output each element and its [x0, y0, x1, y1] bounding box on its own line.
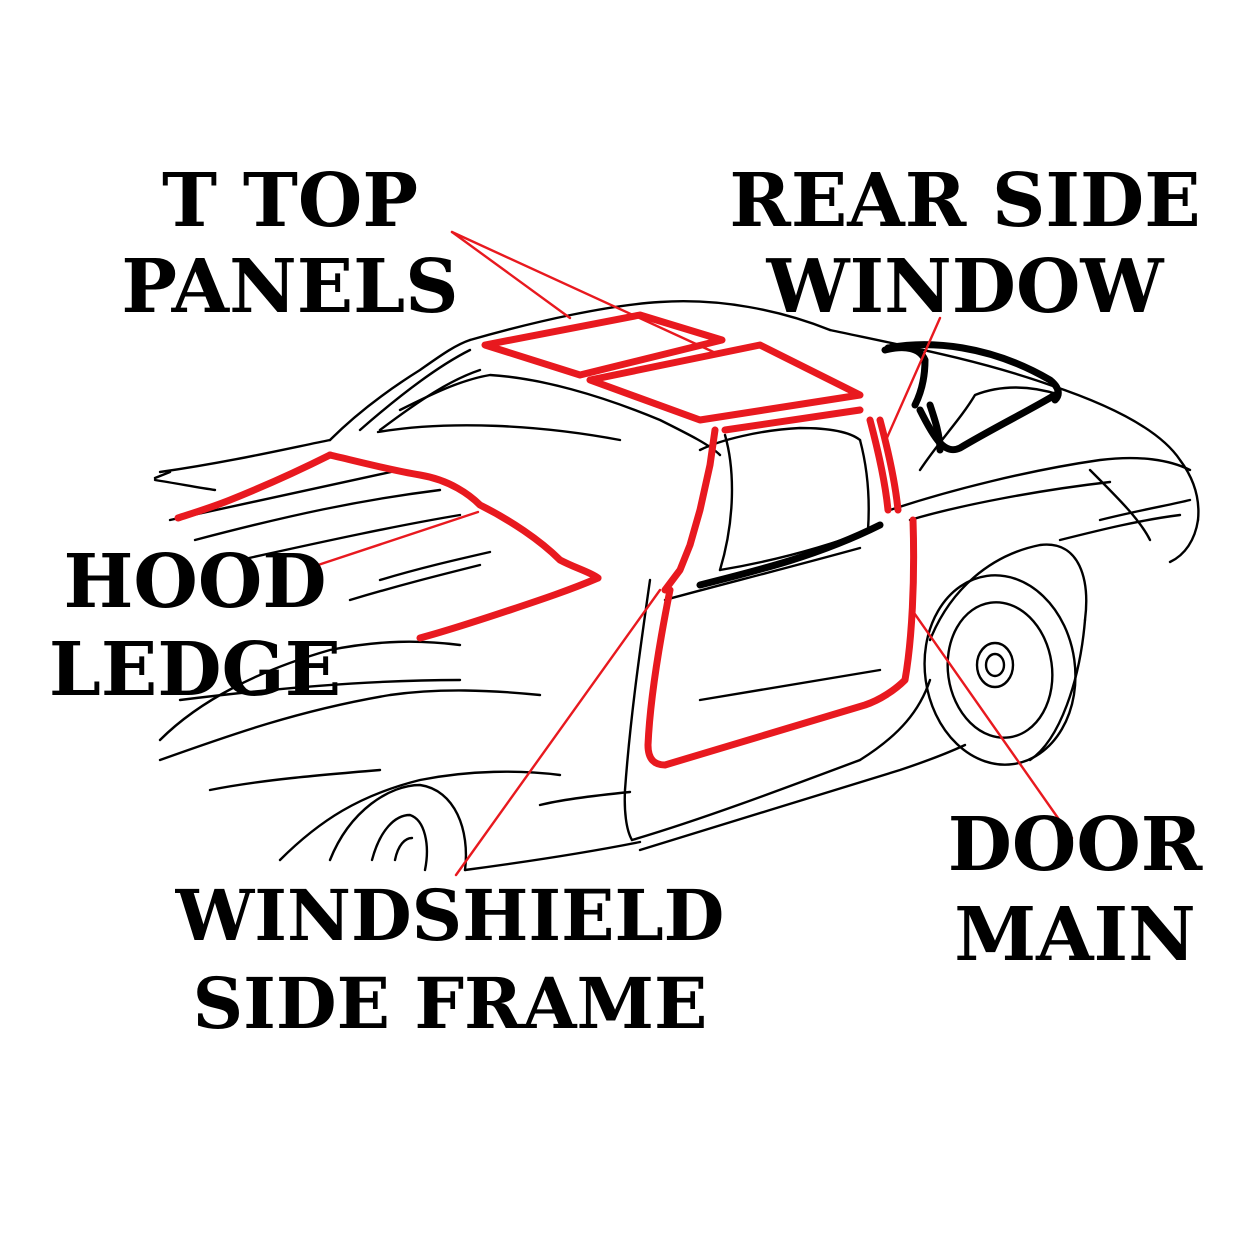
leader-rear-side [884, 316, 942, 442]
label-t-top-line-1: T TOP [161, 158, 418, 244]
hood-ledge-seal [326, 451, 602, 582]
hood-ledge-front-seal [174, 451, 334, 522]
hood-ledge-lower-seal [416, 574, 602, 642]
t-top-panel-right-seal [586, 341, 864, 424]
door-main-seal [644, 516, 918, 769]
label-rear-side-window: REAR SIDE WINDOW [700, 158, 1230, 330]
leader-lines [316, 230, 1074, 877]
label-windshield-line-1: WINDSHIELD [175, 874, 725, 957]
label-windshield-side-frame: WINDSHIELD SIDE FRAME [120, 872, 780, 1048]
black-trim-strips [696, 341, 1062, 589]
windshield-side-frame-seal [661, 426, 719, 594]
label-door-main: DOOR MAIN [910, 800, 1240, 980]
leader-ttop-2 [450, 230, 722, 357]
label-t-top-panels: T TOP PANELS [90, 158, 490, 330]
label-t-top-line-2: PANELS [121, 244, 459, 330]
red-seals [174, 311, 918, 769]
rear-side-window-seal [866, 416, 892, 514]
t-top-panel-left-seal [481, 311, 726, 379]
label-hood-line-1: HOOD [63, 539, 327, 625]
leader-windshield [454, 588, 662, 877]
label-door-line-2: MAIN [954, 892, 1196, 978]
label-windshield-line-2: SIDE FRAME [192, 962, 708, 1045]
label-hood-line-2: LEDGE [48, 627, 342, 713]
leader-hood [316, 510, 480, 567]
label-rear-side-line-1: REAR SIDE [729, 158, 1201, 244]
label-door-line-1: DOOR [947, 802, 1203, 888]
label-rear-side-line-2: WINDOW [766, 244, 1164, 330]
label-hood-ledge: HOOD LEDGE [30, 538, 360, 714]
leader-ttop-1 [450, 230, 572, 320]
leader-door [910, 608, 1074, 840]
